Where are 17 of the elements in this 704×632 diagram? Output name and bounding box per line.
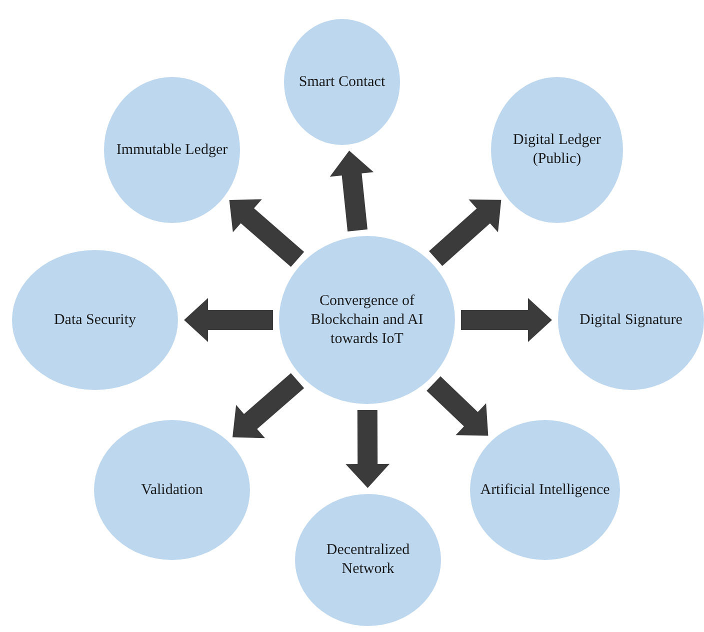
block-arrow: [461, 298, 552, 342]
block-arrow: [184, 298, 273, 342]
block-arrow: [330, 150, 374, 232]
block-arrow: [426, 376, 488, 436]
block-arrow: [232, 373, 304, 438]
node-label: Data Security: [54, 310, 136, 330]
block-arrow: [229, 199, 304, 267]
node-label: Digital Ledger (Public): [512, 131, 602, 169]
node-label: Smart Contact: [298, 72, 386, 92]
block-arrow: [429, 200, 502, 266]
node-label: Convergence of Blockchain and AI towards IoT: [310, 292, 424, 348]
node-label: Immutable Ledger: [116, 140, 228, 160]
block-arrow: [346, 410, 390, 488]
node-label: Decentralized Network: [325, 541, 411, 579]
node-label: Digital Signature: [580, 310, 682, 330]
node-label: Artificial Intelligence: [480, 480, 610, 500]
node-label: Validation: [141, 480, 203, 500]
